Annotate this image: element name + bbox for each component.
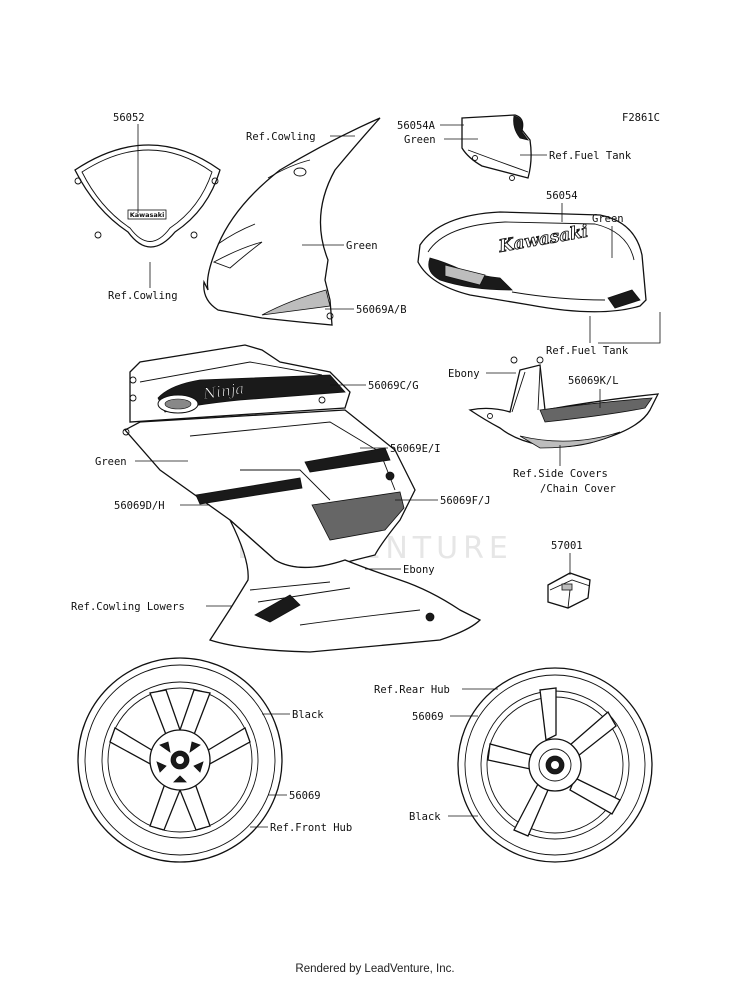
- label-rear-56069: 56069: [412, 711, 444, 723]
- side-cover[interactable]: [468, 356, 660, 449]
- diagram-id: F2861C: [622, 112, 660, 124]
- label-cowl-ref: Ref.Cowling: [246, 131, 316, 143]
- label-rear-hub-ref: Ref.Rear Hub: [374, 684, 450, 696]
- label-fairing-green: Green: [95, 456, 127, 468]
- label-cowling-lowers: Ref.Cowling Lowers: [71, 601, 185, 613]
- side-fairing[interactable]: Ninja: [122, 344, 482, 653]
- fuel-tank[interactable]: Kawasaki: [417, 211, 647, 313]
- footer-credit: Rendered by LeadVenture, Inc.: [295, 963, 455, 975]
- label-side-covers-ref-2: /Chain Cover: [540, 483, 616, 495]
- label-56069dh: 56069D/H: [114, 500, 165, 512]
- label-56069kl: 56069K/L: [568, 375, 619, 387]
- label-side-covers-ref-1: Ref.Side Covers: [513, 468, 608, 480]
- label-tank-green: Green: [592, 213, 624, 225]
- label-front-56069: 56069: [289, 790, 321, 802]
- label-56054: 56054: [546, 190, 578, 202]
- label-side-cover-ebony: Ebony: [448, 368, 480, 380]
- tank-cover-small[interactable]: [461, 114, 532, 181]
- label-rear-black: Black: [409, 811, 441, 823]
- leader-tank-ref: [589, 312, 661, 344]
- label-windshield-ref: Ref.Cowling: [108, 290, 178, 302]
- label-tank-ref: Ref.Fuel Tank: [546, 345, 629, 357]
- label-cowl-green: Green: [346, 240, 378, 252]
- front-wheel[interactable]: [77, 657, 283, 863]
- upper-cowl[interactable]: [203, 117, 381, 326]
- rear-wheel[interactable]: [457, 667, 653, 863]
- label-56052: 56052: [113, 112, 145, 124]
- label-fairing-ebony: Ebony: [403, 564, 435, 576]
- label-57001: 57001: [551, 540, 583, 552]
- label-front-black: Black: [292, 709, 324, 721]
- windshield-decal-text: Kawasaki: [130, 211, 165, 219]
- label-56069cg: 56069C/G: [368, 380, 419, 392]
- windshield[interactable]: Kawasaki: [74, 144, 221, 248]
- clip[interactable]: [547, 572, 591, 609]
- label-56069ab: 56069A/B: [356, 304, 407, 316]
- windshield-decal: [127, 209, 167, 220]
- label-front-hub-ref: Ref.Front Hub: [270, 822, 352, 834]
- label-56054a: 56054A: [397, 120, 436, 132]
- label-56069ei: 56069E/I: [390, 443, 441, 455]
- label-tank-small-green: Green: [404, 134, 436, 146]
- label-56069fj: 56069F/J: [440, 495, 491, 507]
- label-tank-small-ref: Ref.Fuel Tank: [549, 150, 632, 162]
